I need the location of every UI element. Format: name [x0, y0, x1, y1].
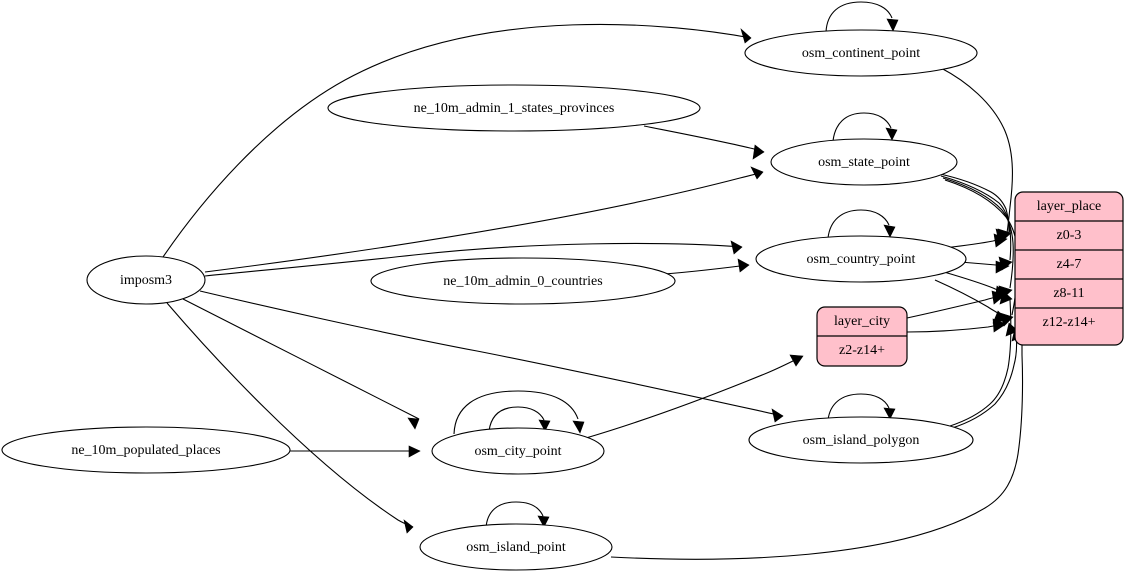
self-loop-osm_continent_point	[825, 1, 899, 33]
edge-osm_island_polygon-to-layer_place-z12_z14	[951, 322, 1019, 429]
self-loop-osm_country_point	[827, 209, 896, 239]
self-loop-osm_island_point	[485, 501, 550, 529]
node-osm_continent_point[interactable]: osm_continent_point	[744, 29, 978, 77]
edge-ne_populated-to-osm_city_point	[290, 445, 421, 458]
node-osm_island_point-label: osm_island_point	[466, 540, 566, 555]
node-osm_island_polygon[interactable]: osm_island_polygon	[748, 416, 974, 464]
nodes-layer: imposm3 ne_10m_admin_1_states_provinces …	[1, 29, 978, 571]
record-layer_place-title: layer_place	[1037, 199, 1102, 214]
node-imposm3[interactable]: imposm3	[86, 255, 206, 305]
records-layer: layer_place z0-3 z4-7 z8-11 z12-z14+ lay…	[816, 191, 1124, 367]
self-loop-osm_city_point-outer	[453, 390, 585, 435]
record-layer_place-row-z4-7[interactable]: z4-7	[1057, 257, 1082, 272]
self-loop-osm_island_polygon	[827, 393, 896, 421]
edge-imposm3-to-osm_city_point	[182, 298, 420, 430]
edge-ne_admin_0-to-osm_country_point	[663, 258, 750, 275]
record-layer_city-row-z2-z14[interactable]: z2-z14+	[839, 343, 885, 358]
node-osm_state_point-label: osm_state_point	[818, 155, 910, 170]
record-layer_place-row-z8-11[interactable]: z8-11	[1053, 286, 1084, 301]
edge-imposm3-to-osm_state_point	[204, 166, 764, 273]
edge-osm_island_polygon-to-layer_place-z8_11	[949, 290, 1013, 427]
node-osm_country_point-label: osm_country_point	[807, 252, 916, 267]
edge-imposm3-to-osm_country_point	[204, 240, 743, 277]
node-osm_country_point[interactable]: osm_country_point	[755, 235, 967, 283]
node-imposm3-label: imposm3	[120, 273, 172, 288]
edge-osm_city_point-to-layer_city-z2_z14	[585, 354, 804, 439]
record-layer_place-row-z0-3[interactable]: z0-3	[1057, 228, 1082, 243]
node-osm_state_point[interactable]: osm_state_point	[770, 138, 958, 186]
node-ne_admin_0-label: ne_10m_admin_0_countries	[443, 274, 602, 289]
edge-osm_country_point-to-layer_place-z4_7	[959, 260, 1010, 274]
edge-layer_city-to-layer_place-z12_z14	[906, 318, 1007, 333]
node-ne_admin_1-label: ne_10m_admin_1_states_provinces	[414, 101, 615, 116]
self-loop-osm_state_point	[832, 112, 898, 142]
record-layer_city-title: layer_city	[834, 314, 890, 329]
node-osm_island_point[interactable]: osm_island_point	[419, 523, 613, 571]
record-node-layer_city[interactable]: layer_city z2-z14+	[816, 306, 908, 367]
edge-ne_admin_1-to-osm_state_point	[643, 125, 765, 160]
edges-layer	[162, 1, 1025, 560]
node-ne_10m_admin_1_states_provinces[interactable]: ne_10m_admin_1_states_provinces	[327, 84, 701, 132]
edge-imposm3-to-osm_continent_point	[162, 23, 752, 258]
node-ne_populated-label: ne_10m_populated_places	[71, 443, 220, 458]
node-osm_city_point-label: osm_city_point	[474, 444, 561, 459]
node-osm_city_point[interactable]: osm_city_point	[431, 427, 605, 475]
edge-imposm3-to-osm_island_point	[166, 302, 414, 534]
node-osm_continent_point-label: osm_continent_point	[802, 46, 920, 61]
self-loop-osm_city_point-inner	[488, 406, 551, 432]
record-layer_place-row-z12-z14[interactable]: z12-z14+	[1043, 315, 1096, 330]
node-ne_10m_admin_0_countries[interactable]: ne_10m_admin_0_countries	[370, 257, 676, 305]
node-ne_10m_populated_places[interactable]: ne_10m_populated_places	[1, 426, 291, 474]
record-node-layer_place[interactable]: layer_place z0-3 z4-7 z8-11 z12-z14+	[1014, 191, 1124, 346]
node-osm_island_polygon-label: osm_island_polygon	[803, 433, 920, 448]
edge-layer_city-to-layer_place-z8_11	[906, 290, 1006, 319]
edge-imposm3-to-osm_island_polygon	[199, 290, 784, 423]
edge-osm_country_point-to-layer_place-z0_3	[943, 233, 1008, 249]
